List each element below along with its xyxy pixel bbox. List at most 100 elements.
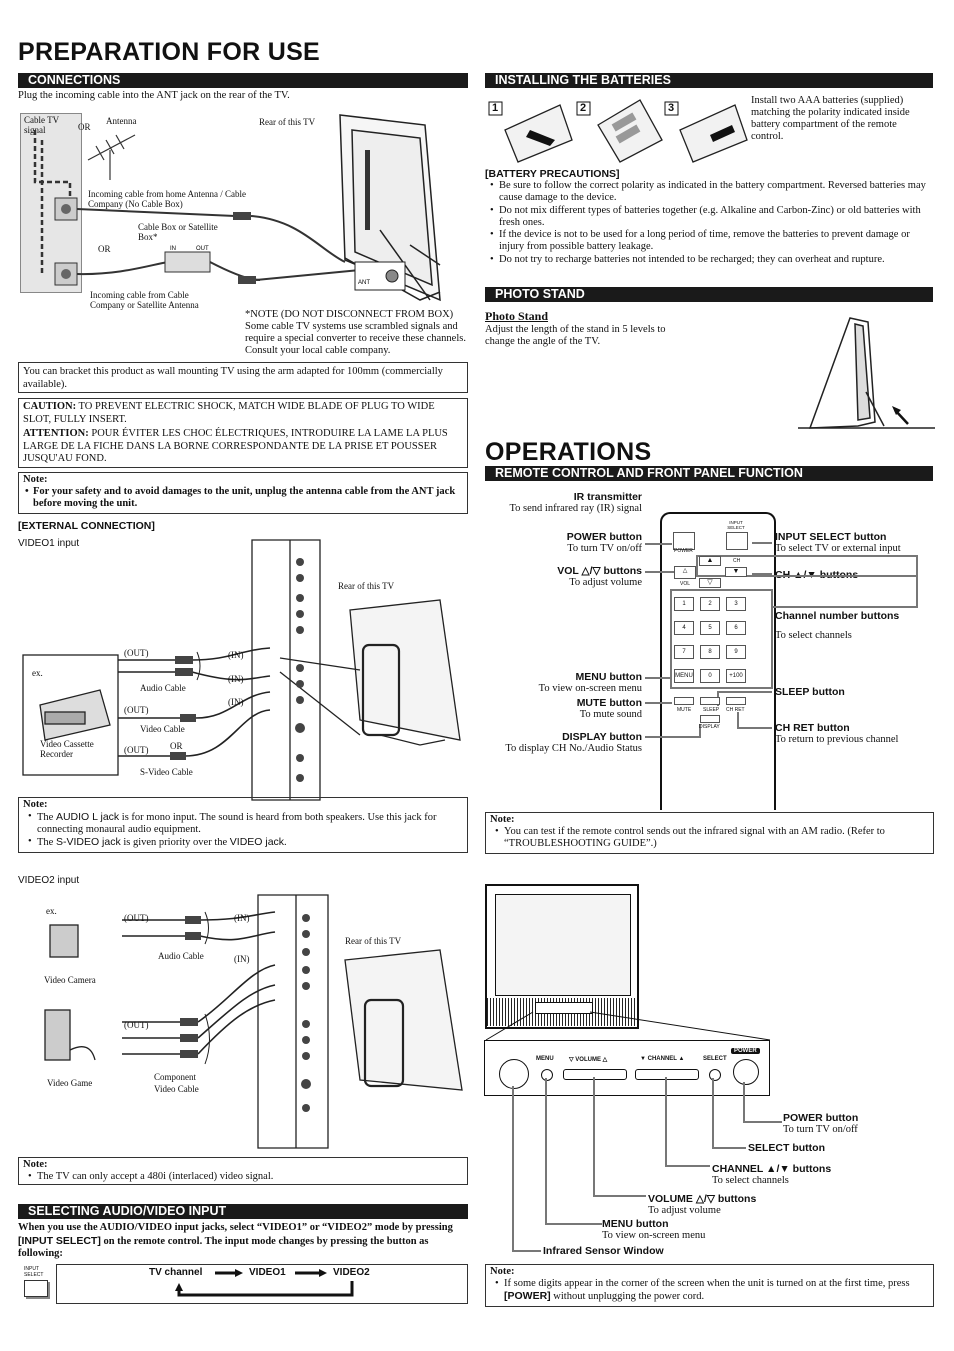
remote-note-text: You can test if the remote control sends… — [490, 826, 929, 850]
remote-key-5[interactable]: 5 — [700, 621, 720, 635]
video-camera-label: Video Camera — [44, 975, 96, 985]
remote-chret-label: CH RET — [726, 707, 745, 713]
remote-sleep-key[interactable] — [700, 697, 720, 705]
antenna-label: Antenna — [106, 116, 137, 126]
flow-video2: VIDEO2 — [333, 1267, 370, 1278]
panel-volume-label: ▽ VOLUME △ — [569, 1057, 608, 1063]
selecting-text: When you use the AUDIO/VIDEO input jacks… — [18, 1222, 453, 1259]
remote-key-0[interactable]: 0 — [700, 669, 720, 683]
in-label-5: (IN) — [234, 954, 250, 964]
remote-note-label: Note: — [490, 814, 515, 825]
video1-note-item-2: The S-VIDEO jack is given priority over … — [23, 836, 463, 849]
antenna-note-text: For your safety and to avoid damages to … — [33, 486, 456, 509]
flow-video1: VIDEO1 — [249, 1267, 286, 1278]
panel-power-button[interactable] — [733, 1059, 759, 1085]
remote-key-plus100[interactable]: +100 — [726, 669, 746, 683]
battery-precautions-header: [BATTERY PRECAUTIONS] — [485, 168, 620, 180]
incoming-sat-label: Incoming cable from Cable Company or Sat… — [90, 290, 199, 310]
section-header-remote: REMOTE CONTROL AND FRONT PANEL FUNCTION — [485, 466, 933, 481]
video1-note-box: Note: The AUDIO L jack is for mono input… — [18, 797, 468, 853]
battery-precaution-3: If the device is not to be used for a lo… — [485, 229, 935, 254]
battery-step-3: 3 — [668, 102, 675, 114]
photo-stand-title: Photo Stand — [485, 309, 549, 323]
antenna-note-label: Note: — [23, 474, 48, 485]
front-panel-note-label: Note: — [490, 1266, 515, 1277]
sleep-button-callout: SLEEP button — [775, 686, 845, 698]
fp-select-callout: SELECT button — [748, 1142, 825, 1154]
remote-ch-up-key[interactable]: ▲ — [699, 556, 721, 566]
remote-key-9[interactable]: 9 — [726, 645, 746, 659]
remote-input-select-key[interactable] — [726, 532, 748, 550]
panel-channel-label: ▼ CHANNEL ▲ — [640, 1056, 685, 1062]
battery-precaution-1: Be sure to follow the correct polarity a… — [485, 180, 935, 205]
out-label-3: (OUT) — [124, 745, 149, 755]
battery-step-2: 2 — [580, 102, 587, 114]
wall-mount-box: You can bracket this product as wall mou… — [18, 362, 468, 393]
vcr-label: Video Cassette Recorder — [40, 739, 94, 759]
remote-chret-key[interactable] — [726, 697, 746, 705]
battery-install-text: Install two AAA batteries (supplied) mat… — [751, 95, 910, 142]
out-label-5: (OUT) — [124, 1020, 149, 1030]
operations-title: OPERATIONS — [485, 438, 652, 466]
ex-label-2: ex. — [46, 906, 57, 916]
remote-key-7[interactable]: 7 — [674, 645, 694, 659]
cable-box-label: Cable Box or Satellite Box* — [138, 222, 218, 242]
battery-precautions-list: Be sure to follow the correct polarity a… — [485, 180, 935, 266]
svg-text:IN: IN — [170, 246, 176, 252]
remote-display-key[interactable] — [700, 715, 720, 723]
tv-front-illustration — [485, 884, 639, 1029]
remote-vol-down-key[interactable]: ▽ — [699, 578, 721, 588]
remote-key-3[interactable]: 3 — [726, 597, 746, 611]
remote-input-key-label: INPUT SELECT — [727, 520, 745, 530]
photo-stand-text: Adjust the length of the stand in 5 leve… — [485, 324, 666, 347]
remote-key-6[interactable]: 6 — [726, 621, 746, 635]
remote-ch-down-key[interactable]: ▼ — [725, 567, 747, 577]
remote-mute-key[interactable] — [674, 697, 694, 705]
front-panel-note-text: If some digits appear in the corner of t… — [490, 1278, 929, 1303]
section-header-photo-stand: PHOTO STAND — [485, 287, 933, 302]
panel-menu-label: MENU — [536, 1056, 554, 1062]
remote-key-2[interactable]: 2 — [700, 597, 720, 611]
front-panel-note-box: Note: If some digits appear in the corne… — [485, 1264, 934, 1307]
caution-text: TO PREVENT ELECTRIC SHOCK, MATCH WIDE BL… — [23, 401, 435, 425]
flow-tv-channel: TV channel — [149, 1267, 203, 1278]
video-cable-label: Video Cable — [140, 724, 185, 734]
section-header-connections: CONNECTIONS — [18, 73, 468, 88]
battery-precaution-4: Do not try to recharge batteries not int… — [485, 254, 935, 267]
remote-key-4[interactable]: 4 — [674, 621, 694, 635]
remote-vol-up-key[interactable]: △ — [674, 566, 696, 579]
ex-label-1: ex. — [32, 668, 43, 678]
in-label-3: (IN) — [228, 697, 244, 707]
caution-label: CAUTION: — [23, 401, 77, 412]
antenna-note-box: Note: •For your safety and to avoid dama… — [18, 472, 468, 514]
in-label-4: (IN) — [234, 913, 250, 923]
remote-note-box: Note: You can test if the remote control… — [485, 812, 934, 854]
in-label-1: (IN) — [228, 650, 244, 660]
remote-display-label: DISPLAY — [699, 724, 720, 730]
remote-power-key[interactable] — [673, 532, 695, 550]
audio-cable-label-1: Audio Cable — [140, 683, 186, 693]
flow-arrows — [175, 1269, 354, 1297]
audio-cable-label-2: Audio Cable — [158, 951, 204, 961]
caution-box: CAUTION: TO PREVENT ELECTRIC SHOCK, MATC… — [18, 398, 468, 468]
or-label-3: OR — [170, 741, 183, 751]
remote-key-8[interactable]: 8 — [700, 645, 720, 659]
attention-text: POUR ÉVITER LES CHOC ÉLECTRIQUES, INTROD… — [23, 428, 448, 464]
remote-ch-label: CH — [733, 558, 741, 564]
remote-key-menu[interactable]: MENU — [674, 669, 694, 683]
remote-sleep-label: SLEEP — [703, 707, 720, 713]
panel-select-button[interactable] — [709, 1069, 721, 1081]
video-game-label: Video Game — [47, 1078, 93, 1088]
remote-key-1[interactable]: 1 — [674, 597, 694, 611]
battery-step-1: 1 — [492, 102, 499, 114]
